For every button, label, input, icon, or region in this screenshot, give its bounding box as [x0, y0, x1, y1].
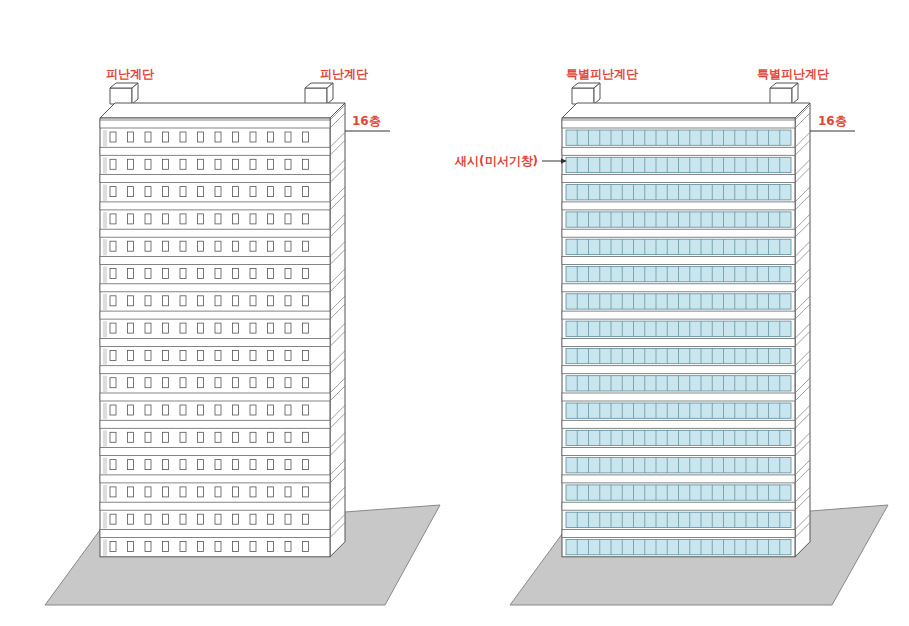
floor-label: 16층 [818, 114, 847, 128]
leader-line [345, 131, 390, 132]
glass-building [562, 83, 810, 557]
ground-plane [510, 505, 888, 605]
stair-label: 피난계단 [106, 67, 154, 81]
apartment-building [100, 83, 345, 557]
callout-label: 새시(미서기창) [455, 154, 538, 168]
leader-line [810, 131, 855, 132]
leader-arrow [542, 161, 566, 162]
stair-label: 특별피난계단 [757, 67, 829, 81]
stair-label: 피난계단 [320, 67, 368, 81]
stair-label: 특별피난계단 [566, 67, 638, 81]
floor-label: 16층 [352, 114, 381, 128]
